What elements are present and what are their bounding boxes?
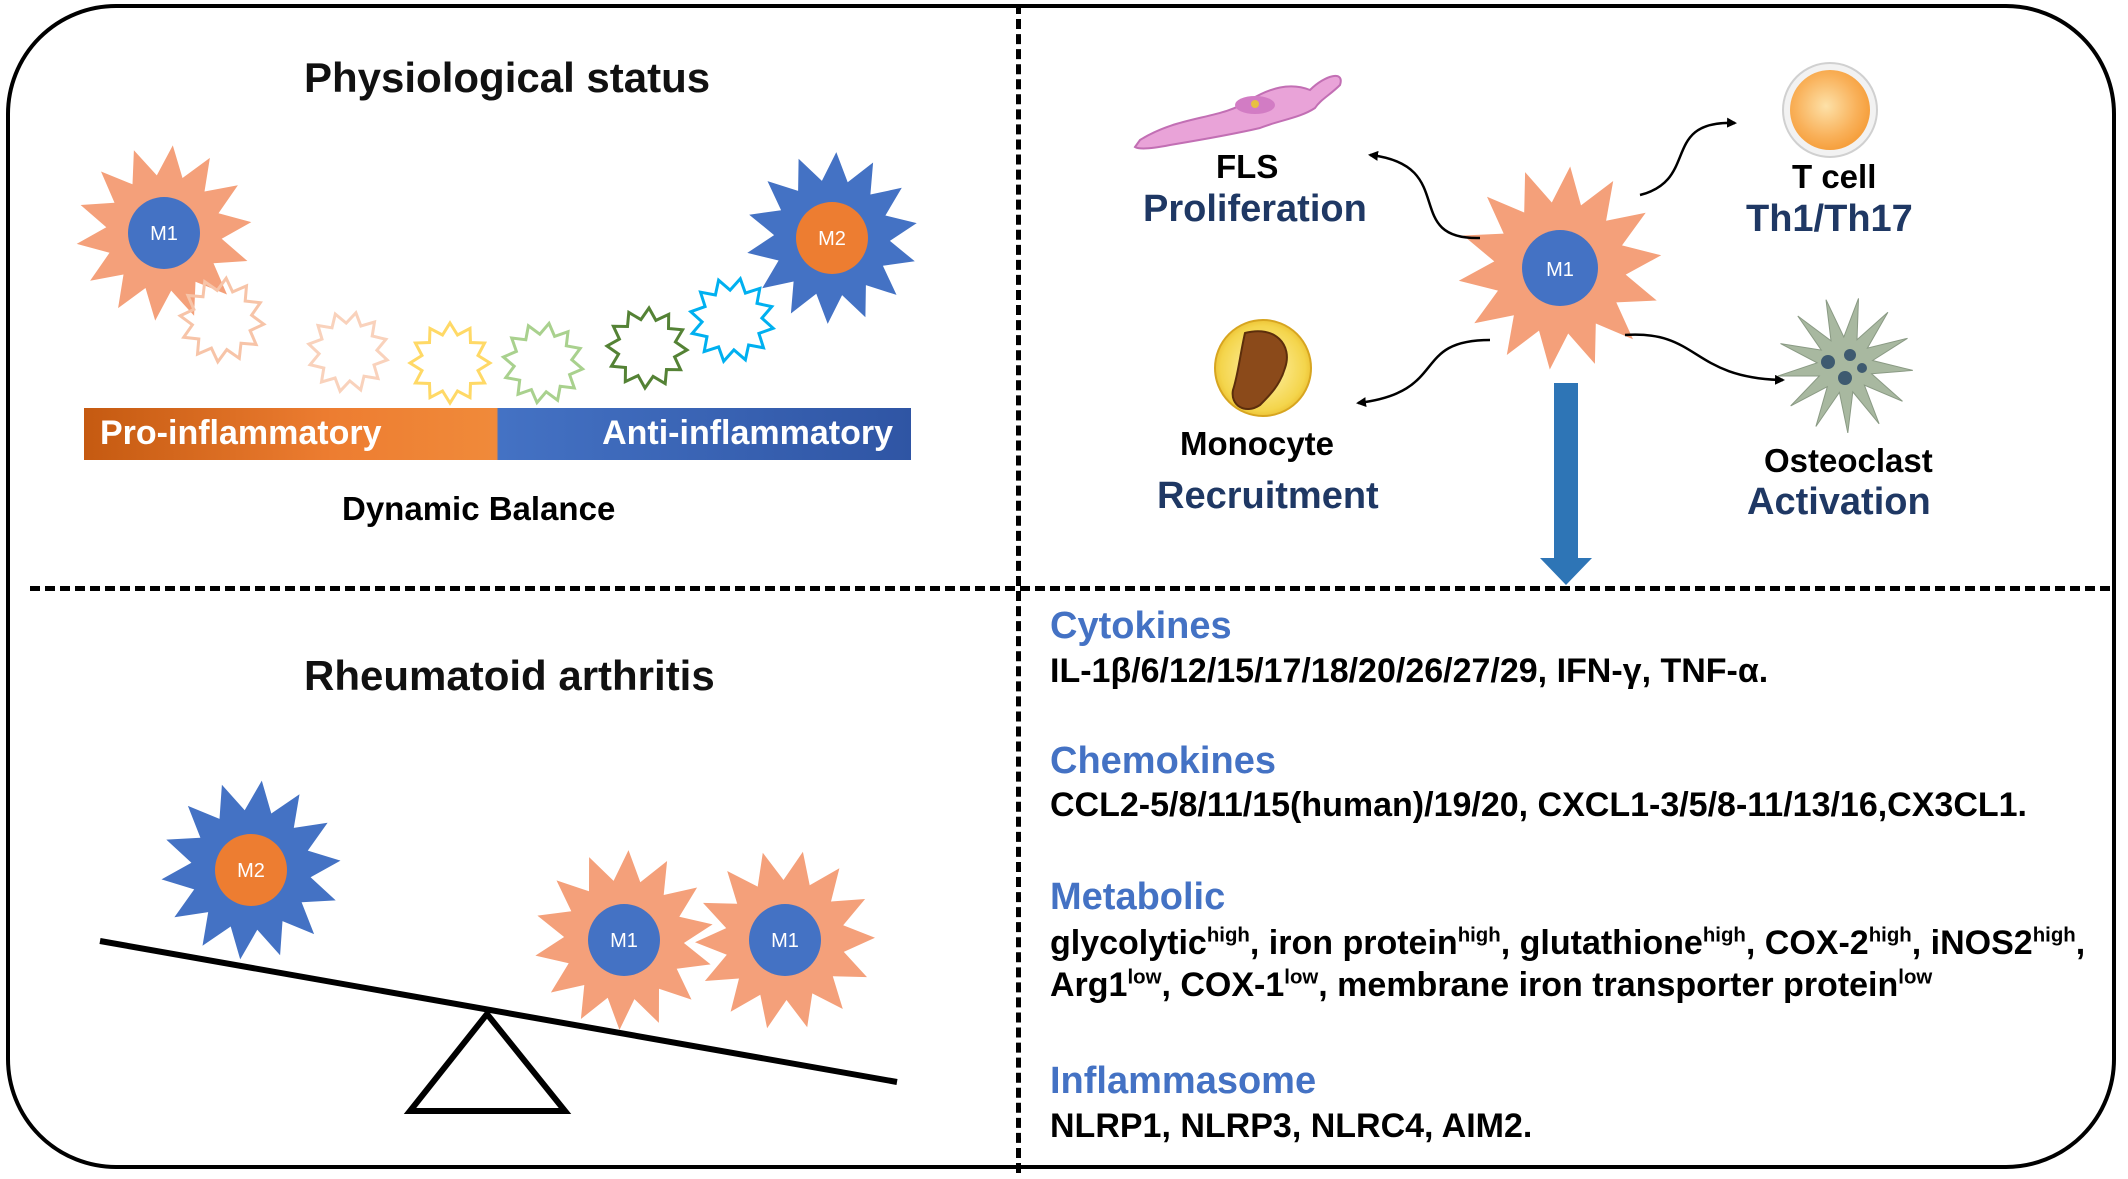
m2-seesaw-label: M2 (237, 860, 265, 882)
m1-label: M1 (150, 223, 178, 245)
metabolic-level: high (1868, 924, 1912, 947)
cytokines-list: IL-1β/6/12/15/17/18/20/26/27/29, IFN-γ, … (1050, 652, 1769, 690)
ra-title: Rheumatoid arthritis (304, 652, 715, 699)
m1-cell-seesaw-a: M1 (535, 850, 713, 1030)
outer-frame (6, 4, 2116, 1169)
osteoclast-effect: Activation (1747, 481, 1931, 523)
metabolic-level: high (1457, 924, 1501, 947)
m1-cell-top-left: M1 (76, 145, 252, 321)
pro-inflammatory-label: Pro-inflammatory (100, 414, 382, 452)
arrow-to-osteoclast (1624, 333, 1785, 385)
metabolic-item: COX-2high, (1764, 924, 1931, 962)
m1-cell-seesaw-b: M1 (695, 851, 875, 1029)
chemokines-list: CCL2-5/8/11/15(human)/19/20, CXCL1-3/5/8… (1050, 786, 2028, 824)
tcell-label: T cell (1792, 158, 1877, 195)
metabolic-level: low (1898, 966, 1933, 989)
monocyte-label: Monocyte (1180, 425, 1335, 462)
metabolic-line-2: Arg1low, COX-1low, membrane iron transpo… (1050, 964, 1932, 1006)
m2-cell-seesaw: M2 (161, 780, 341, 960)
fls-label: FLS (1216, 148, 1279, 185)
m1-seesaw-label-a: M1 (610, 930, 638, 952)
m1-center-label: M1 (1546, 259, 1574, 281)
metabolic-line-1: glycolytichigh, iron proteinhigh, glutat… (1050, 922, 2085, 964)
metabolic-item: iron proteinhigh, (1268, 924, 1520, 962)
chemokines-heading: Chemokines (1050, 740, 1276, 782)
metabolic-level: high (2032, 924, 2076, 947)
tcell-effect: Th1/Th17 (1746, 198, 1913, 240)
metabolic-level: high (1702, 924, 1746, 947)
dynamic-balance-caption: Dynamic Balance (342, 490, 616, 527)
metabolic-item: glycolytichigh, (1050, 924, 1269, 962)
monocyte-effect: Recruitment (1157, 475, 1379, 517)
metabolic-item: Arg1low, (1050, 966, 1181, 1004)
m2-label: M2 (818, 228, 846, 250)
metabolic-level: high (1206, 924, 1250, 947)
metabolic-item: iNOS2high, (1930, 924, 2086, 962)
metabolic-item: glutathionehigh, (1519, 924, 1765, 962)
cytokines-heading: Cytokines (1050, 605, 1232, 647)
arrow-to-monocyte (1356, 338, 1491, 408)
m1-seesaw-label-b: M1 (771, 930, 799, 952)
horizontal-divider (30, 586, 2110, 591)
metabolic-heading: Metabolic (1050, 876, 1226, 918)
fls-cell-image (1133, 75, 1342, 150)
effect-arrows (1356, 117, 1785, 408)
metabolic-level: low (1127, 966, 1162, 989)
physiological-title: Physiological status (304, 54, 711, 101)
arrow-to-tcell (1639, 117, 1737, 197)
inflammasome-heading: Inflammasome (1050, 1060, 1317, 1102)
metabolic-level: low (1284, 966, 1319, 989)
m1-cell-center: M1 (1458, 166, 1662, 370)
transition-cells (177, 275, 777, 406)
metabolic-item: membrane iron transporter proteinlow (1337, 966, 1933, 1004)
fls-effect: Proliferation (1143, 188, 1367, 230)
osteoclast-label: Osteoclast (1764, 442, 1933, 479)
down-arrow (1540, 383, 1592, 585)
inflammation-bar: Pro-inflammatory Anti-inflammatory (84, 408, 911, 460)
anti-inflammatory-label: Anti-inflammatory (602, 414, 893, 452)
monocyte-image (1214, 319, 1312, 417)
osteoclast-image (1777, 298, 1913, 434)
metabolic-item: COX-1low, (1180, 966, 1338, 1004)
t-cell-image (1782, 62, 1878, 158)
inflammasome-list: NLRP1, NLRP3, NLRC4, AIM2. (1050, 1107, 1533, 1145)
m2-cell-top-left: M2 (747, 152, 917, 324)
seesaw (99, 938, 898, 1114)
arrow-to-fls (1368, 150, 1481, 240)
